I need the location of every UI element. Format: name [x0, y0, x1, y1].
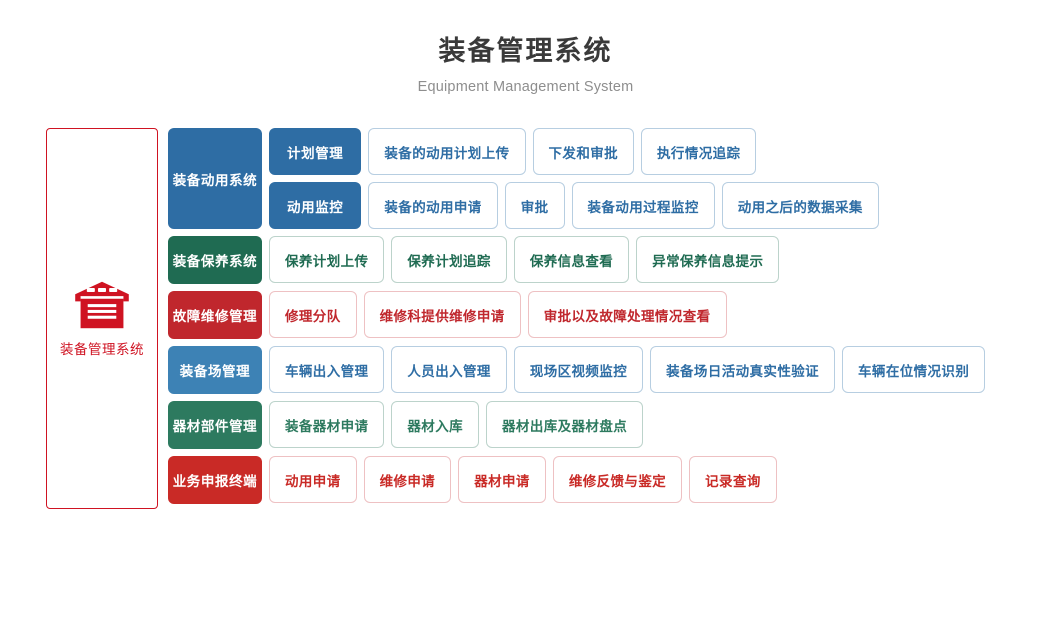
warehouse-icon	[73, 280, 131, 330]
module-subrow: 修理分队维修科提供维修申请审批以及故障处理情况查看	[269, 291, 1048, 338]
module-item[interactable]: 现场区视频监控	[513, 346, 644, 393]
module-subrow: 装备器材申请器材入库器材出库及器材盘点	[269, 401, 1048, 448]
module-item[interactable]: 执行情况追踪	[641, 128, 757, 175]
module-body-equipment-parts-management: 装备器材申请器材入库器材出库及器材盘点	[269, 401, 1048, 449]
module-subrow: 动用监控装备的动用申请审批装备动用过程监控动用之后的数据采集	[269, 182, 1048, 229]
module-row-equipment-parts-management: 器材部件管理装备器材申请器材入库器材出库及器材盘点	[168, 401, 1048, 449]
module-item[interactable]: 车辆在位情况识别	[842, 346, 986, 393]
module-item[interactable]: 维修科提供维修申请	[363, 291, 521, 338]
module-item[interactable]: 记录查询	[689, 456, 777, 503]
module-body-equipment-yard-management: 车辆出入管理人员出入管理现场区视频监控装备场日活动真实性验证车辆在位情况识别	[269, 346, 1048, 394]
module-item[interactable]: 保养信息查看	[513, 236, 630, 283]
module-subrow: 动用申请维修申请器材申请维修反馈与鉴定记录查询	[269, 456, 1048, 503]
module-item[interactable]: 器材出库及器材盘点	[486, 401, 644, 448]
module-item[interactable]: 装备的动用申请	[368, 182, 498, 229]
module-row-equipment-yard-management: 装备场管理车辆出入管理人员出入管理现场区视频监控装备场日活动真实性验证车辆在位情…	[168, 346, 1048, 394]
module-item[interactable]: 审批以及故障处理情况查看	[527, 291, 727, 338]
module-item[interactable]: 车辆出入管理	[269, 346, 385, 393]
module-item[interactable]: 装备动用过程监控	[571, 182, 715, 229]
module-item[interactable]: 装备场日活动真实性验证	[650, 346, 836, 393]
module-subhead[interactable]: 动用监控	[269, 182, 362, 229]
module-row-equipment-maintenance-system: 装备保养系统保养计划上传保养计划追踪保养信息查看异常保养信息提示	[168, 236, 1048, 284]
module-item[interactable]: 保养计划追踪	[391, 236, 507, 283]
module-item[interactable]: 动用申请	[269, 456, 357, 503]
page-header: 装备管理系统 Equipment Management System	[0, 34, 1051, 97]
module-item[interactable]: 装备器材申请	[269, 401, 385, 448]
module-item[interactable]: 器材申请	[458, 456, 546, 503]
module-item[interactable]: 器材入库	[391, 401, 480, 448]
module-item[interactable]: 保养计划上传	[269, 236, 385, 283]
module-head-equipment-parts-management[interactable]: 器材部件管理	[168, 401, 262, 449]
module-head-equipment-dispatch-system[interactable]: 装备动用系统	[168, 128, 262, 229]
module-head-business-declaration-terminal[interactable]: 业务申报终端	[168, 456, 262, 504]
module-item[interactable]: 下发和审批	[532, 128, 635, 175]
module-body-business-declaration-terminal: 动用申请维修申请器材申请维修反馈与鉴定记录查询	[269, 456, 1048, 504]
module-subrow: 计划管理装备的动用计划上传下发和审批执行情况追踪	[269, 128, 1048, 175]
module-subrow: 车辆出入管理人员出入管理现场区视频监控装备场日活动真实性验证车辆在位情况识别	[269, 346, 1048, 393]
module-body-fault-repair-management: 修理分队维修科提供维修申请审批以及故障处理情况查看	[269, 291, 1048, 339]
module-subhead[interactable]: 计划管理	[269, 128, 362, 175]
module-head-fault-repair-management[interactable]: 故障维修管理	[168, 291, 262, 339]
module-item[interactable]: 修理分队	[269, 291, 357, 338]
page-subtitle: Equipment Management System	[417, 79, 634, 95]
module-item[interactable]: 动用之后的数据采集	[721, 182, 879, 229]
page-title: 装备管理系统	[438, 36, 613, 66]
module-item[interactable]: 装备的动用计划上传	[368, 128, 526, 175]
module-item[interactable]: 人员出入管理	[391, 346, 507, 393]
module-row-equipment-dispatch-system: 装备动用系统计划管理装备的动用计划上传下发和审批执行情况追踪动用监控装备的动用申…	[168, 128, 1048, 229]
brand-panel: 装备管理系统	[46, 128, 158, 509]
brand-label: 装备管理系统	[60, 341, 144, 357]
module-head-equipment-maintenance-system[interactable]: 装备保养系统	[168, 236, 262, 284]
module-item[interactable]: 维修反馈与鉴定	[552, 456, 683, 503]
module-row-fault-repair-management: 故障维修管理修理分队维修科提供维修申请审批以及故障处理情况查看	[168, 291, 1048, 339]
module-body-equipment-maintenance-system: 保养计划上传保养计划追踪保养信息查看异常保养信息提示	[269, 236, 1048, 284]
module-item[interactable]: 异常保养信息提示	[636, 236, 780, 283]
module-item[interactable]: 审批	[504, 182, 565, 229]
module-row-business-declaration-terminal: 业务申报终端动用申请维修申请器材申请维修反馈与鉴定记录查询	[168, 456, 1048, 504]
system-modules-grid: 装备动用系统计划管理装备的动用计划上传下发和审批执行情况追踪动用监控装备的动用申…	[168, 128, 1048, 511]
module-subrow: 保养计划上传保养计划追踪保养信息查看异常保养信息提示	[269, 236, 1048, 283]
module-head-equipment-yard-management[interactable]: 装备场管理	[168, 346, 262, 394]
module-item[interactable]: 维修申请	[363, 456, 452, 503]
module-body-equipment-dispatch-system: 计划管理装备的动用计划上传下发和审批执行情况追踪动用监控装备的动用申请审批装备动…	[269, 128, 1048, 229]
